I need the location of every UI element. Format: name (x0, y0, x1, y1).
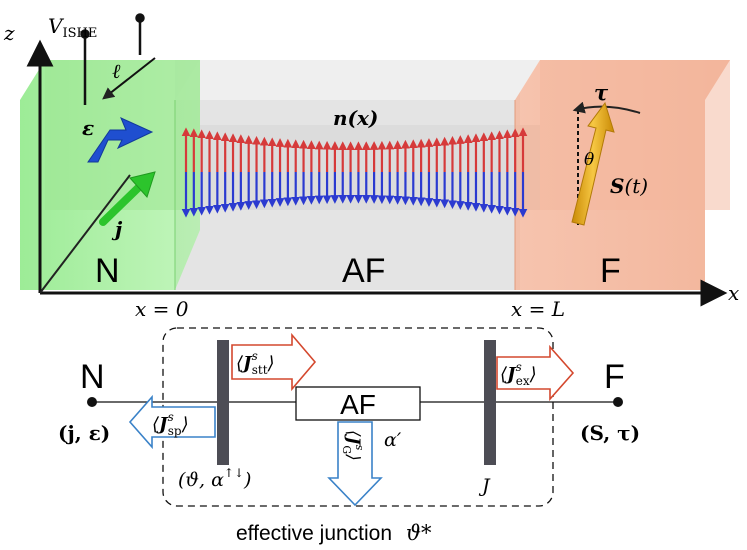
axis-x-label: x (728, 281, 739, 305)
left-interface-label: (ϑ, α↑↓) (178, 466, 251, 491)
spin-chain (181, 127, 528, 218)
f-inner (540, 60, 730, 210)
region-f-label: F (600, 252, 621, 290)
voltage-label: VISHE (48, 14, 97, 41)
node-n (87, 397, 97, 407)
tau-label: τ (594, 80, 609, 105)
af-back-strip (200, 125, 540, 210)
y-axis-diag (39, 174, 131, 294)
j-ex-arrow (496, 344, 575, 402)
node-f (613, 397, 623, 407)
af-block (295, 386, 421, 421)
region-af-label: AF (342, 252, 385, 290)
af-block-label: AF (340, 389, 376, 420)
voltage-probe (80, 13, 145, 105)
axis-z-label: z (3, 21, 15, 45)
right-interface-bar (484, 340, 496, 465)
j-g-arrow (327, 421, 383, 507)
alpha-prime-label: α′ (384, 429, 402, 451)
n-field-label: n(x) (333, 106, 378, 130)
s-label: S(t) (610, 174, 648, 198)
left-interface-bar (217, 340, 229, 465)
f-vars: (S, τ) (580, 421, 640, 445)
af-top-face (175, 60, 540, 100)
epsilon-label: ε (82, 116, 94, 140)
bottom-f-label: F (604, 358, 625, 396)
right-interface-label: J (478, 475, 491, 497)
j-arrow-head (129, 171, 156, 198)
s-arrow (571, 101, 615, 226)
epsilon-arrow (87, 117, 154, 163)
length-label: ℓ (112, 59, 121, 83)
theta-label: θ (584, 150, 594, 170)
n-vars: (j, ε) (58, 421, 110, 445)
bottom-n-label: N (80, 358, 105, 396)
j-g-label: ⟨JsG⟩ (340, 430, 366, 461)
length-arrow (102, 57, 156, 100)
xL-label: x = L (511, 297, 565, 321)
j-sp-arrow (128, 394, 216, 450)
j-stt-arrow (231, 332, 317, 392)
region-n-label: N (95, 252, 120, 290)
j-arrow-shaft (99, 184, 142, 226)
x0-label: x = 0 (135, 297, 189, 321)
